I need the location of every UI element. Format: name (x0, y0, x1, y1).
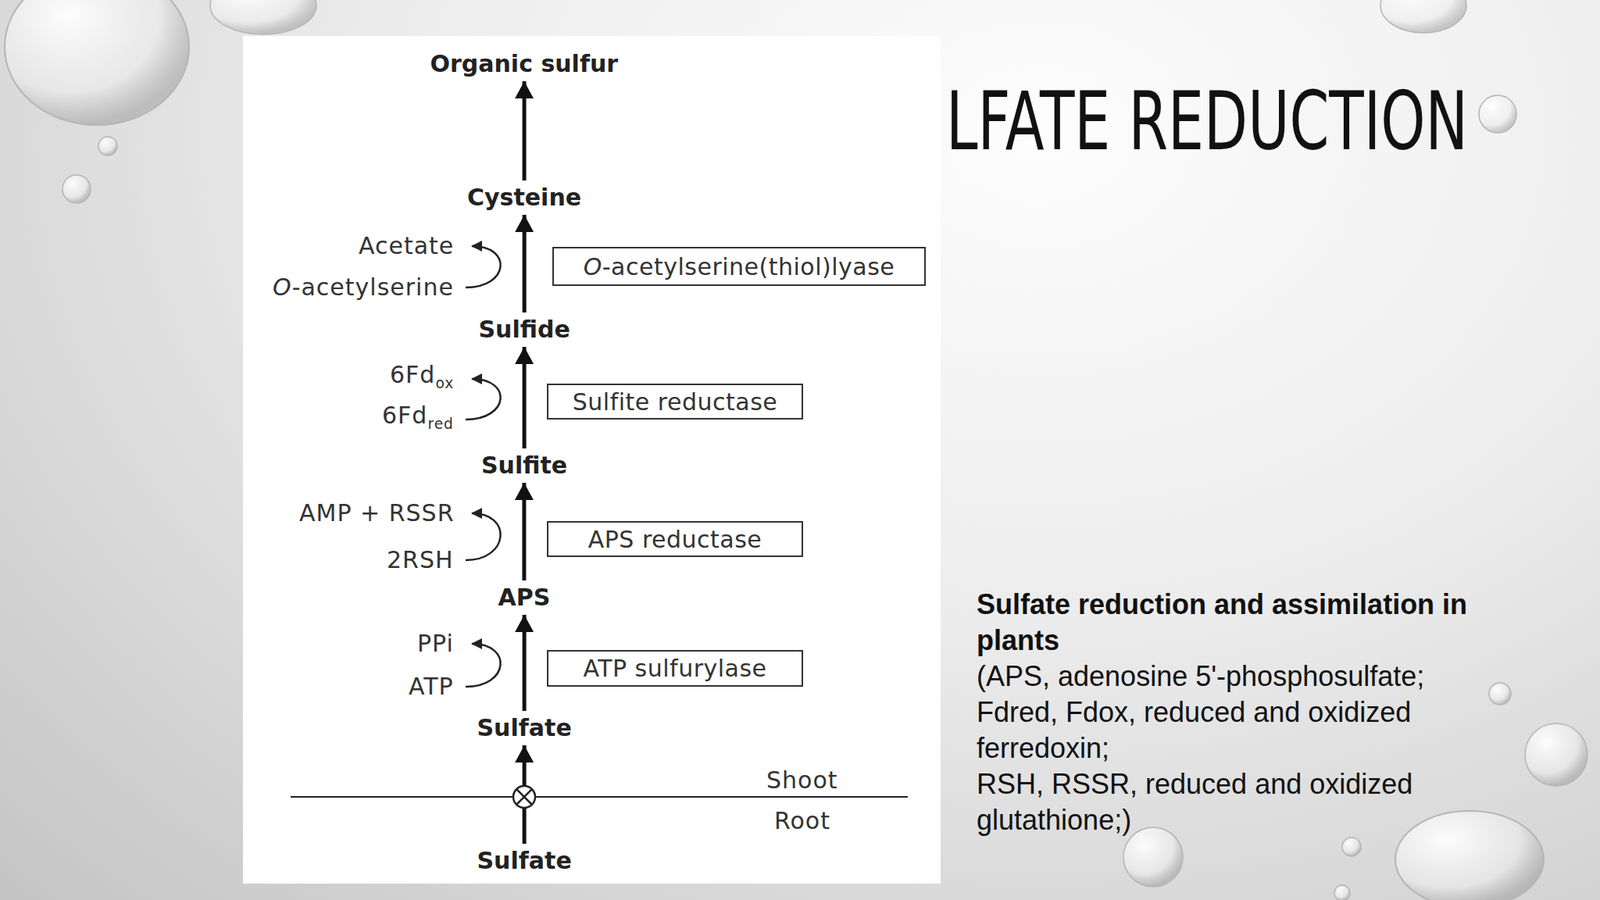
metabolite-node: APS (498, 582, 551, 614)
cosubstrate-arrow (465, 378, 501, 420)
italic-letter: O (272, 273, 293, 301)
italic-letter: O (583, 253, 603, 281)
water-droplet (62, 175, 91, 204)
enzyme-box: APS reductase (546, 521, 804, 558)
metabolite-node: Cysteine (467, 182, 582, 214)
cosubstrate-label: AMP + RSSR (299, 497, 454, 529)
metabolite-name: Organic sulfur (430, 50, 619, 78)
water-droplet (1380, 0, 1467, 33)
water-droplet (1123, 827, 1183, 887)
metabolite-name: Sulfide (478, 315, 571, 343)
metabolite-name: Sulfite (481, 451, 568, 479)
enzyme-name: O-acetylserine(thiol)lyase (583, 253, 896, 281)
cosubstrate-label: O-acetylserine (272, 271, 454, 304)
water-droplet (4, 0, 190, 125)
metabolite-name: Cysteine (467, 183, 582, 211)
cosubstrate-label: Acetate (358, 230, 454, 262)
subscript: red (427, 414, 454, 432)
caption-note: (APS, adenosine 5'-phosphosulfate; (976, 658, 1524, 695)
enzyme-box: O-acetylserine(thiol)lyase (552, 246, 926, 286)
figure-caption: Sulfate reduction and assimilation in pl… (976, 586, 1524, 659)
cosubstrate-label: 6Fdred (382, 400, 454, 440)
enzyme-box: ATP sulfurylase (546, 650, 804, 687)
slide-title: LFATE REDUCTION (946, 80, 1468, 162)
metabolite-name: Sulfate (477, 846, 572, 875)
region-label: Root (774, 805, 831, 837)
caption-note: RSH, RSSR, reduced and oxidized glutathi… (976, 766, 1524, 839)
pathway-arrow (521, 482, 526, 581)
enzyme-name: ATP sulfurylase (582, 654, 767, 683)
caption-note: Fdred, Fdox, reduced and oxidized ferred… (976, 694, 1524, 767)
cosubstrate-label: ATP (408, 671, 454, 703)
water-droplet (98, 136, 118, 156)
metabolite-node: Sulfide (478, 314, 571, 346)
pathway-arrow (522, 745, 527, 844)
enzyme-name: APS reductase (588, 525, 763, 554)
metabolite-name: Sulfate (477, 714, 572, 742)
water-droplet (1478, 95, 1517, 133)
shoot-root-boundary (290, 796, 908, 798)
water-droplet (1525, 723, 1588, 786)
pathway-arrow (522, 214, 527, 313)
enzyme-box: Sulfite reductase (546, 383, 804, 420)
water-droplet (210, 0, 317, 35)
water-droplet (1489, 682, 1511, 705)
metabolite-node: Sulfite (481, 450, 568, 482)
cosubstrate-arrow (465, 246, 501, 288)
water-droplet (1395, 810, 1544, 900)
enzyme-name: Sulfite reductase (572, 388, 778, 416)
water-droplet (1342, 837, 1361, 857)
metabolite-node: Organic sulfur (430, 48, 619, 80)
caption-block: Sulfate reduction and assimilation in pl… (976, 586, 1524, 839)
pathway-arrow (522, 81, 527, 181)
cosubstrate-label: PPi (417, 628, 454, 660)
subscript: ox (435, 374, 454, 391)
metabolite-node: Sulfate (477, 712, 572, 744)
metabolite-name: APS (498, 583, 551, 611)
cosubstrate-label: 2RSH (386, 544, 454, 576)
transporter-cross (516, 789, 533, 805)
region-label: Shoot (766, 764, 839, 797)
pathway-arrow (522, 346, 527, 449)
transporter-symbol (513, 785, 536, 808)
cosubstrate-label: 6Fdox (389, 359, 454, 400)
metabolite-node: Sulfate (477, 845, 572, 877)
figure-panel (242, 35, 941, 884)
transporter-cross (516, 789, 533, 805)
pathway-arrow (522, 614, 527, 711)
cosubstrate-arrow (465, 513, 501, 561)
cosubstrate-arrow (465, 643, 501, 687)
water-droplet (1334, 885, 1350, 900)
